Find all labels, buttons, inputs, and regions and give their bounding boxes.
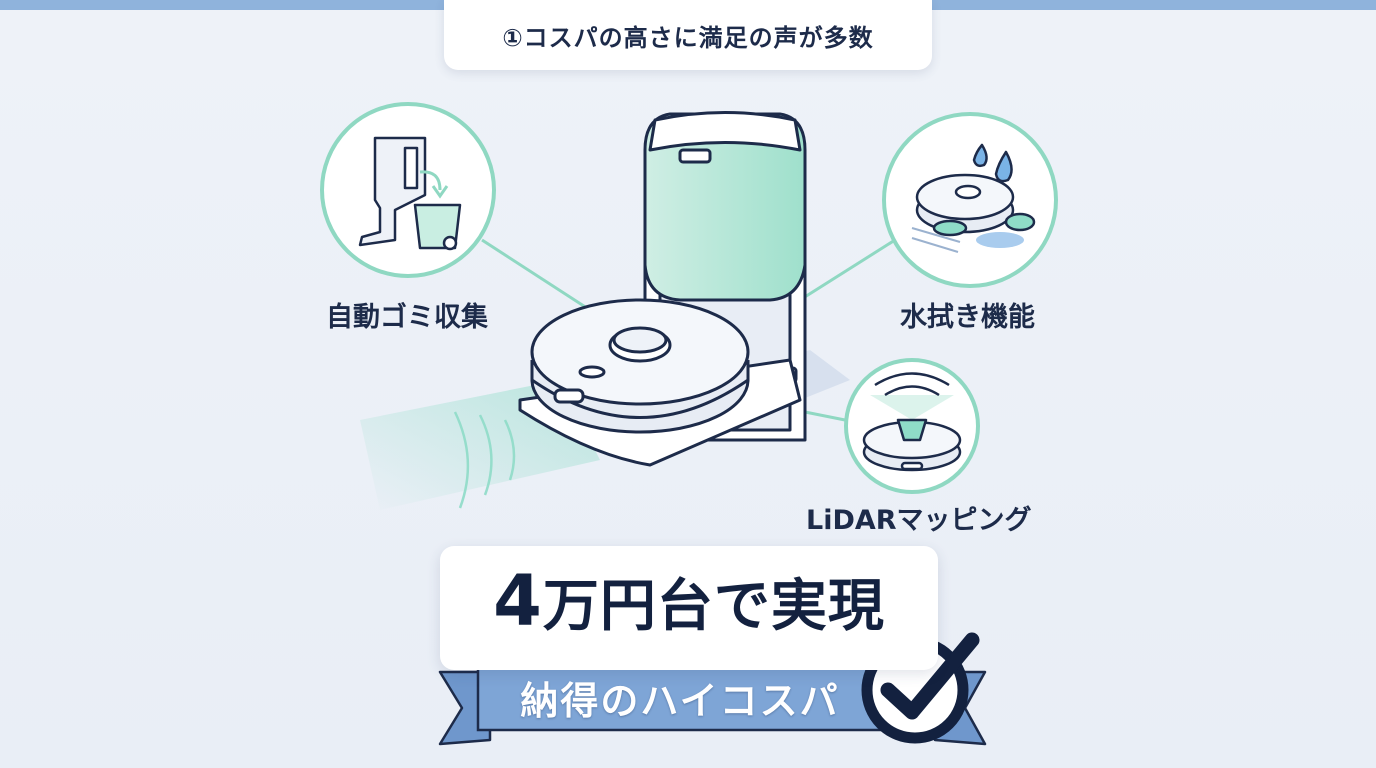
ribbon-label: 納得のハイコスパ <box>520 679 840 723</box>
feature-label-lidar: LiDARマッピング <box>806 505 1032 536</box>
price-card <box>440 546 938 670</box>
header-title: ①コスパの高さに満足の声が多数 <box>444 0 932 70</box>
water-mop-icon <box>882 112 1058 288</box>
price-headline: 4万円台で実現 <box>440 560 938 642</box>
price-number: 4 <box>493 560 543 642</box>
beam-waves-icon <box>453 411 516 509</box>
feature-label-mop: 水拭き機能 <box>900 302 1035 333</box>
feature-label-dust: 自動ゴミ収集 <box>326 302 488 333</box>
price-suffix: 万円台で実現 <box>542 574 885 639</box>
robot-vacuum <box>530 298 750 434</box>
dust-bin-icon <box>320 102 496 278</box>
lidar-sensor-icon <box>844 358 980 494</box>
